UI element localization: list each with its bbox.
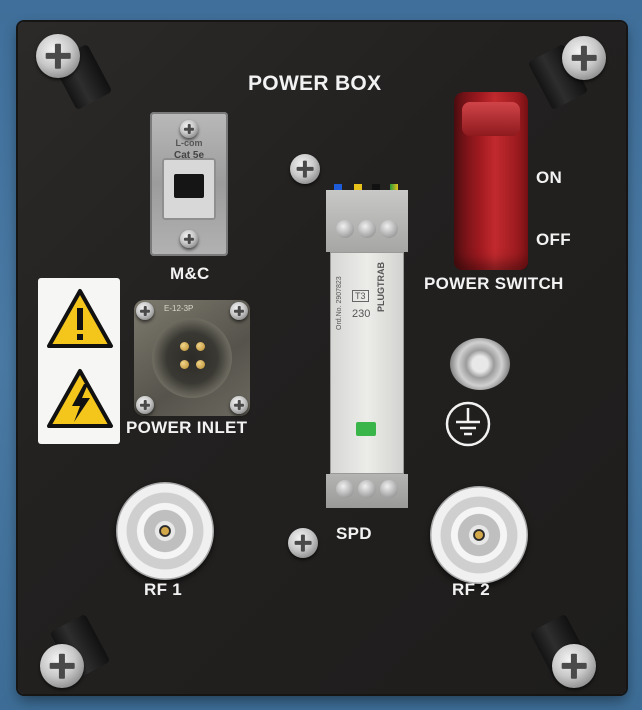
ground-nut	[450, 338, 510, 390]
spd-label: SPD	[336, 524, 372, 543]
phillips-screw-icon	[552, 644, 596, 688]
spd-top-terminal-block	[326, 190, 408, 252]
power-switch-label: POWER SWITCH	[424, 274, 564, 293]
phillips-screw-icon	[230, 396, 248, 414]
spd-bottom-terminal-block	[326, 474, 408, 508]
spd-body: PLUGTRAB Ord.No. 2907823 T3 230	[330, 252, 404, 474]
rf2-center-pin	[475, 531, 483, 539]
terminal-screw	[380, 480, 398, 498]
rf1-center-pin	[161, 527, 169, 535]
terminal-screw	[336, 480, 354, 498]
inlet-pin	[180, 342, 189, 351]
ground-symbol-icon	[445, 401, 491, 447]
rj45-socket	[174, 174, 204, 198]
phillips-screw-icon	[40, 644, 84, 688]
wire-black	[372, 184, 380, 194]
spd-order-number: Ord.No. 2907823	[336, 276, 343, 330]
power-inlet-label: POWER INLET	[126, 418, 248, 437]
switch-off-label: OFF	[536, 230, 571, 249]
mc-ethernet-port[interactable]: L-com Cat 5e	[150, 112, 228, 256]
rj45-brand: L-com	[175, 138, 203, 148]
spd-module: PLUGTRAB Ord.No. 2907823 T3 230	[326, 184, 408, 514]
terminal-screw	[358, 480, 376, 498]
ground-stud[interactable]	[446, 332, 514, 396]
inlet-socket	[152, 318, 232, 398]
inlet-pin	[180, 360, 189, 369]
wire-blue	[334, 184, 342, 194]
inlet-marking: E-12-3P	[164, 304, 194, 313]
spd-brand: PLUGTRAB	[376, 262, 386, 312]
terminal-screw	[336, 220, 354, 238]
phillips-screw-icon	[36, 34, 80, 78]
phillips-screw-icon	[290, 154, 320, 184]
switch-on-label: ON	[536, 168, 563, 187]
wire-green-yellow	[390, 184, 398, 194]
warning-exclamation-icon	[47, 289, 113, 348]
inlet-pin	[196, 360, 205, 369]
electrical-hazard-icon	[47, 369, 113, 428]
spd-type: T3	[352, 290, 369, 302]
wire-yellow	[354, 184, 362, 194]
phillips-screw-icon	[180, 120, 198, 138]
rf1-connector[interactable]	[116, 482, 214, 580]
rj45-jack	[162, 158, 216, 220]
terminal-screw	[358, 220, 376, 238]
phillips-screw-icon	[136, 302, 154, 320]
rf2-connector[interactable]	[430, 486, 528, 584]
phillips-screw-icon	[562, 36, 606, 80]
inlet-pin	[196, 342, 205, 351]
power-switch[interactable]	[446, 92, 532, 274]
phillips-screw-icon	[288, 528, 318, 558]
terminal-screw	[380, 220, 398, 238]
spd-voltage: 230	[352, 308, 371, 320]
panel-title: POWER BOX	[248, 72, 382, 95]
power-inlet-connector[interactable]: E-12-3P	[134, 300, 250, 416]
switch-cover-cap	[462, 102, 520, 136]
phillips-screw-icon	[136, 396, 154, 414]
rj45-category: Cat 5e	[173, 150, 204, 161]
rf1-label: RF 1	[144, 580, 183, 599]
rf2-label: RF 2	[452, 580, 491, 599]
mc-label: M&C	[170, 264, 210, 283]
phillips-screw-icon	[180, 230, 198, 248]
warning-sticker	[38, 278, 120, 444]
phillips-screw-icon	[230, 302, 248, 320]
spd-status-indicator	[356, 422, 376, 436]
